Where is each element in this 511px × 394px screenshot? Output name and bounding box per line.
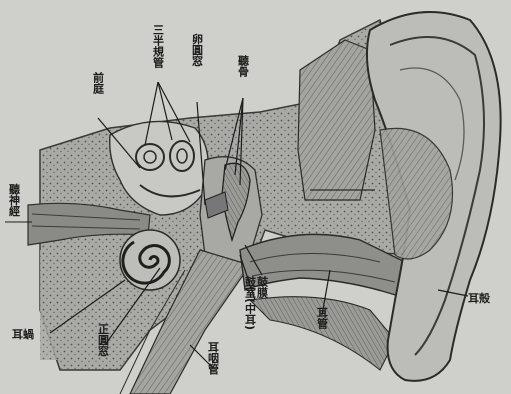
label-eustachian-tube: 耳咽管 [207,341,220,375]
label-auditory-nerve: 聽神經 [8,182,21,217]
label-round-window: 正圓窓 [97,323,110,356]
label-vestibule: 前庭 [92,71,105,95]
label-auditory-ossicles: 聽骨 [237,54,250,78]
label-oval-window: 卵圓窓 [191,32,204,66]
label-eardrum: 鼓膜 [256,275,269,299]
label-cochlea: 耳蝸 [12,327,34,341]
label-tympanic-cavity: 鼓室(中耳) [244,275,257,330]
label-ear-canal: 耳管 [316,307,329,330]
upper-bone-block [298,40,375,200]
label-semicircular-canals: 三半規管 [152,24,165,69]
label-auricle: 耳殻 [468,291,491,305]
